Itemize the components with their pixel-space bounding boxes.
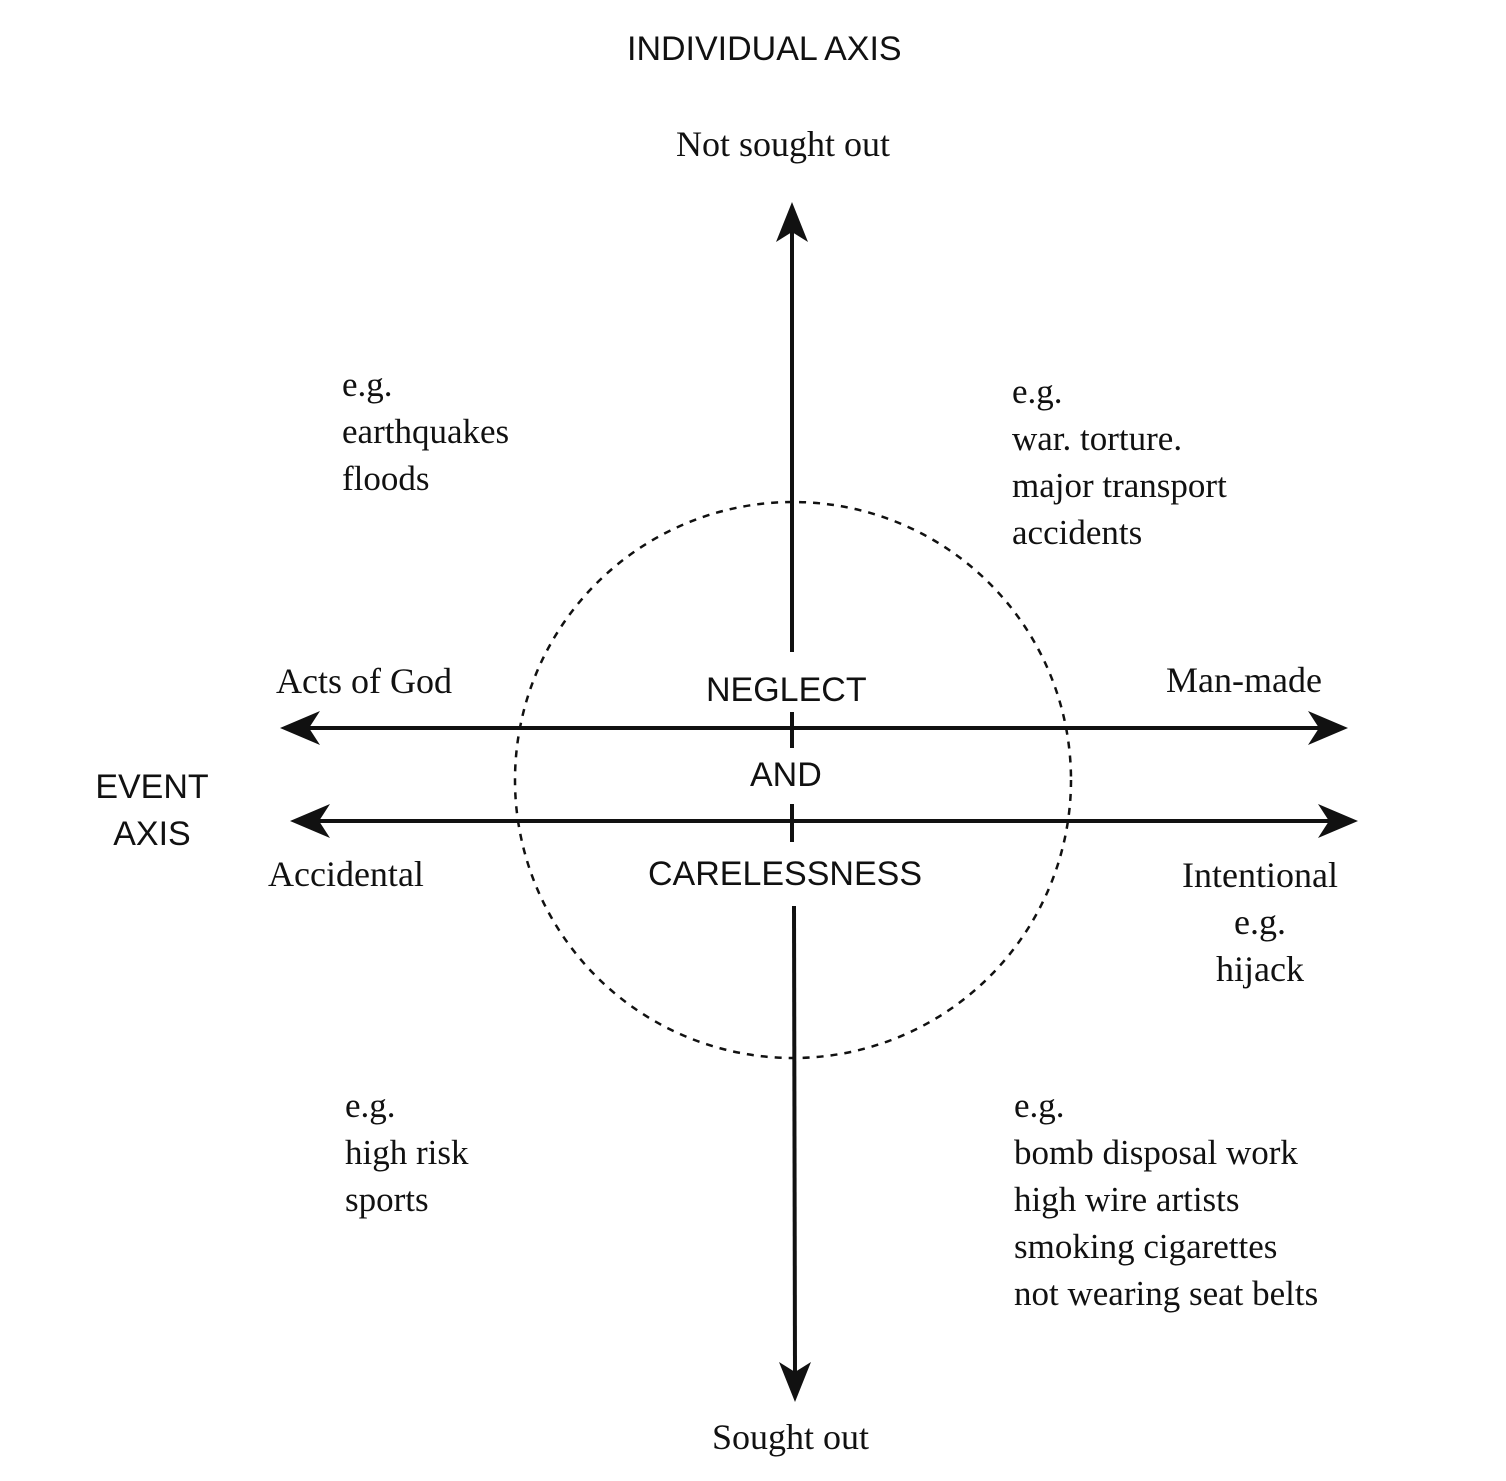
example-list-item: e.g. xyxy=(342,365,393,404)
man-made-label: Man-made xyxy=(1166,660,1322,700)
intentional-label: Intentional xyxy=(1182,855,1338,895)
sought-out-label: Sought out xyxy=(712,1417,870,1457)
center-carelessness-label: CARELESSNESS xyxy=(648,855,922,893)
example-list-item: smoking cigarettes xyxy=(1014,1227,1278,1266)
arrow-left-icon xyxy=(290,804,330,838)
examples-top-right: e.g. war. torture. major transport accid… xyxy=(1012,368,1227,556)
event-axis-title-line2: AXIS xyxy=(113,815,191,853)
event-axis-title: EVENT AXIS xyxy=(84,764,220,858)
arrow-right-icon xyxy=(1318,804,1358,838)
example-list-item: high wire artists xyxy=(1014,1180,1240,1219)
examples-bottom-right: e.g. bomb disposal work high wire artist… xyxy=(1014,1082,1318,1317)
not-sought-out-label: Not sought out xyxy=(676,124,891,164)
example-list-item: earthquakes xyxy=(342,412,510,451)
example-list-item: sports xyxy=(345,1180,429,1219)
examples-top-left: e.g. earthquakes floods xyxy=(342,361,509,502)
arrow-down-icon xyxy=(779,1362,811,1402)
example-list-item: e.g. xyxy=(345,1086,396,1125)
examples-bottom-left: e.g. high risk sports xyxy=(345,1082,468,1223)
center-neglect-label: NEGLECT xyxy=(706,671,867,709)
arrow-left-icon xyxy=(280,711,320,745)
example-list-item: war. torture. xyxy=(1012,419,1183,458)
example-list-item: hijack xyxy=(1216,949,1304,989)
example-list-item: high risk xyxy=(345,1133,469,1172)
example-list-item: accidents xyxy=(1012,513,1143,552)
accidental-label: Accidental xyxy=(268,854,424,894)
example-list-item: e.g. xyxy=(1012,372,1063,411)
example-list-item: major transport xyxy=(1012,466,1227,505)
acts-of-god-label: Acts of God xyxy=(276,661,452,701)
example-list-item: floods xyxy=(342,459,430,498)
example-list-item: bomb disposal work xyxy=(1014,1133,1298,1172)
example-list-item: e.g. xyxy=(1014,1086,1065,1125)
example-list-item: e.g. xyxy=(1234,902,1286,942)
arrow-up-icon xyxy=(776,202,808,242)
event-axis-title-line1: EVENT xyxy=(95,768,209,806)
individual-axis-title: INDIVIDUAL AXIS xyxy=(627,30,902,68)
intentional-block: Intentional e.g. hijack xyxy=(1160,852,1360,993)
individual-axis-lower-line xyxy=(792,905,797,1376)
arrow-right-icon xyxy=(1308,711,1348,745)
center-and-label: AND xyxy=(750,756,822,794)
example-list-item: not wearing seat belts xyxy=(1014,1274,1319,1313)
